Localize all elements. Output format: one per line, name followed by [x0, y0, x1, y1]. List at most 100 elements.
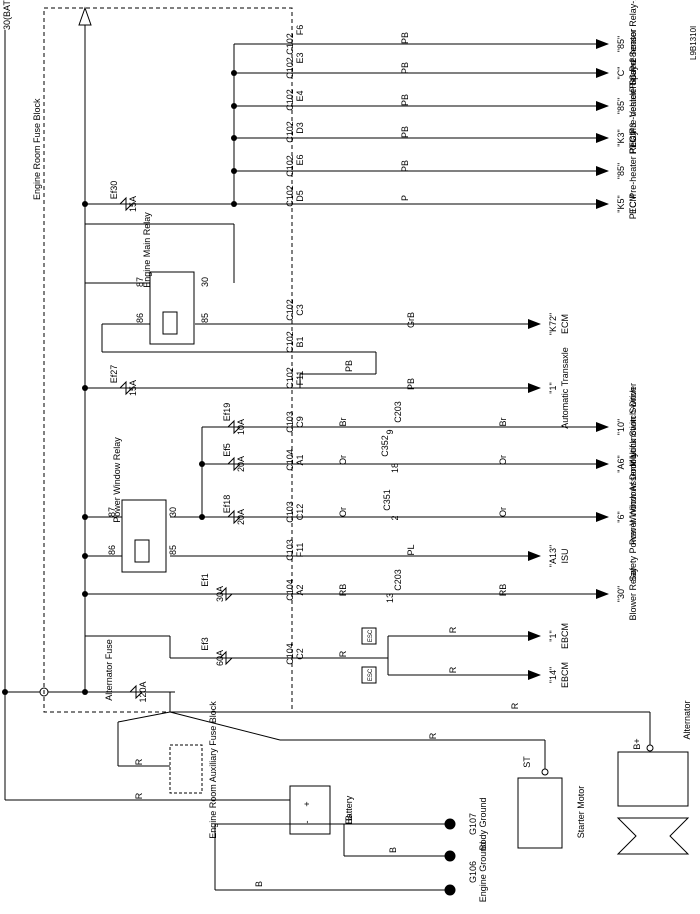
pin-30: 30 — [168, 507, 178, 517]
pin-9: 9 — [385, 429, 395, 434]
conn-c351: C351 — [382, 489, 392, 511]
pin-2: 2 — [390, 515, 400, 520]
esc-box-2 — [361, 666, 377, 684]
wire-r: R — [134, 758, 144, 765]
pin-c9: C9 — [295, 416, 305, 428]
dest-name: PTC Pre-heater Relay-3 — [628, 123, 638, 220]
fuse-block-title: Engine Room Fuse Block — [32, 98, 42, 200]
conn-c102: C102 — [285, 155, 295, 177]
pin-87: 87 — [135, 277, 145, 287]
wire-br: Br — [498, 417, 508, 426]
wire-pb: PB — [400, 160, 410, 172]
wire-or: Or — [498, 507, 508, 517]
battery-box — [289, 785, 331, 835]
fuse-alt-rating: 120A — [138, 681, 148, 702]
wire-b: B — [388, 847, 398, 853]
pin-b1: B1 — [295, 336, 305, 347]
wire-b: B — [254, 881, 264, 887]
fuse-ef1-rating: 30A — [215, 586, 225, 602]
fuse-ef30-rating: 15A — [128, 196, 138, 212]
conn-c102: C102 — [285, 57, 295, 79]
dest-pin: "10" — [616, 419, 626, 435]
wire-rb: RB — [338, 584, 348, 597]
pin-86: 86 — [107, 545, 117, 555]
battery-plus: + — [302, 801, 312, 806]
conn-c102: C102 — [285, 299, 295, 321]
conn-c103: C103 — [285, 411, 295, 433]
wire-pb: PB — [400, 94, 410, 106]
pin-86: 86 — [135, 313, 145, 323]
relay-engine-main: Engine Main Relay — [142, 212, 152, 288]
pin-e4: E4 — [295, 90, 305, 101]
wire-b: B — [344, 815, 354, 821]
power-window-relay-box — [121, 499, 167, 573]
conn-c103: C103 — [285, 539, 295, 561]
alternator-box — [617, 751, 689, 807]
wire-r: R — [134, 792, 144, 799]
battery-minus: - — [302, 821, 312, 824]
dest-pin: "14" — [548, 667, 558, 683]
fuse-block-outline — [43, 7, 293, 713]
fuse-ef19-rating: 10A — [236, 419, 246, 435]
fuse-symbols — [119, 196, 241, 700]
wire-r: R — [448, 666, 458, 673]
conn-c104: C104 — [285, 449, 295, 471]
wire-pb: PB — [400, 32, 410, 44]
bat-bus — [4, 30, 290, 801]
wire-pb: PB — [400, 126, 410, 138]
starter-motor-label: Starter Motor — [576, 786, 586, 839]
wire-or: Or — [338, 455, 348, 465]
dest-name: ECM — [628, 194, 638, 214]
conn-c102: C102 — [285, 367, 295, 389]
alternator-b-plus: B+ — [632, 738, 642, 749]
conn-c102: C102 — [285, 33, 295, 55]
dest-pin: "85" — [616, 98, 626, 114]
wire-r: R — [338, 650, 348, 657]
dest-pin: "1" — [548, 382, 558, 393]
pin-85: 85 — [200, 313, 210, 323]
dest-name: EBCM — [560, 662, 570, 688]
body-ground-label: Body Ground — [478, 797, 488, 850]
esc-label-1: ESC — [368, 629, 374, 642]
pin-f11: F11 — [295, 543, 305, 558]
wire-r: R — [448, 626, 458, 633]
pin-d5: D5 — [295, 190, 305, 202]
fuse-ef27-name: Ef27 — [109, 365, 119, 384]
power-window-relay-coil-icon — [134, 539, 150, 563]
fuse-ef18-name: Ef18 — [222, 495, 232, 514]
pin-e3: E3 — [295, 52, 305, 63]
dest-pin: "85" — [616, 36, 626, 52]
figure-id: L9B1310I — [689, 26, 698, 60]
pb-junctions — [82, 70, 237, 597]
dest-pin: "K3" — [616, 129, 626, 146]
fuse-ef18-rating: 20A — [236, 509, 246, 525]
pin-18: 18 — [390, 463, 400, 473]
alternator-label: Alternator — [682, 700, 692, 739]
starter-motor-box — [517, 777, 563, 849]
wire-pb: PB — [344, 360, 354, 372]
conn-c203: C203 — [393, 401, 403, 423]
wire-r: R — [510, 702, 520, 709]
dest-pin: "30" — [616, 586, 626, 602]
pin-30: 30 — [200, 277, 210, 287]
fuse-ef27-rating: 15A — [128, 380, 138, 396]
pin-87: 87 — [107, 507, 117, 517]
pin-c2: C2 — [295, 648, 305, 660]
dest-name: Multifunction Switch — [628, 387, 638, 467]
pin-c12: C12 — [295, 504, 305, 521]
fuse-alt-name: Alternator Fuse — [104, 639, 114, 701]
starter-st: ST — [522, 756, 532, 768]
g106-label: G106 — [468, 861, 478, 883]
dest-pin: "C" — [616, 67, 626, 80]
dest-pin: "85" — [616, 163, 626, 179]
dest-name: EBCM — [560, 623, 570, 649]
fuse-ef1-name: Ef1 — [200, 573, 210, 587]
conn-c103: C103 — [285, 501, 295, 523]
wire-pl: PL — [406, 544, 416, 555]
pin-13: 13 — [385, 593, 395, 603]
dest-name: PTC Pre-heater Relay-2 — [628, 58, 638, 155]
fuse-ef5-name: Ef5 — [222, 443, 232, 457]
dest-pin: "K5" — [616, 195, 626, 212]
bus-junction — [2, 689, 8, 695]
